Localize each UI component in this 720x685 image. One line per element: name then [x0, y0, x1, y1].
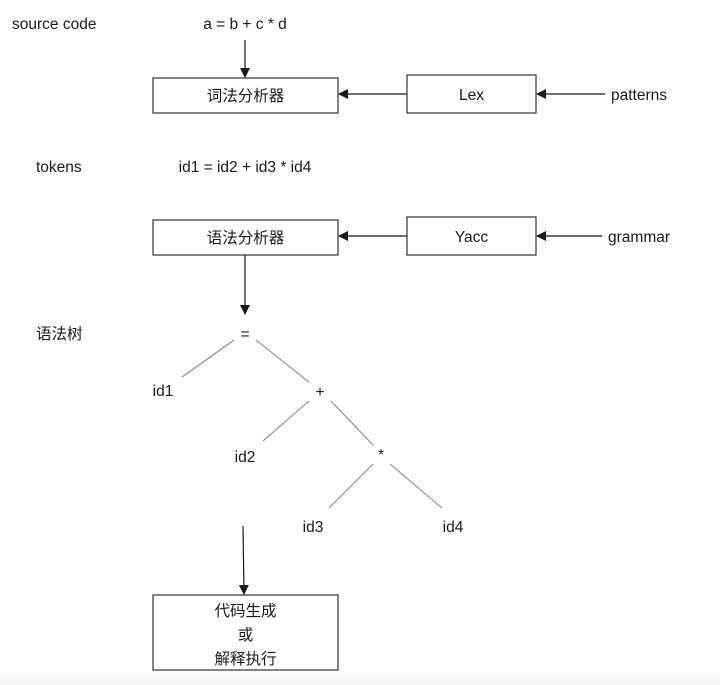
patterns-label: patterns — [611, 87, 667, 104]
syntax-analyzer-label: 语法分析器 — [207, 229, 285, 247]
lex-label: Lex — [459, 87, 484, 104]
output-line-1: 代码生成 — [214, 602, 276, 620]
tree-node-id1: id1 — [153, 383, 174, 400]
bottom-shadow — [0, 671, 720, 685]
arrow-tree-to-output — [238, 525, 249, 595]
tree-edge-mul-id4 — [389, 463, 443, 509]
source-code-expression: a = b + c * d — [203, 16, 287, 33]
tree-edge-mul-id3 — [328, 463, 374, 509]
syntax-analyzer-box: 语法分析器 — [152, 219, 339, 256]
tree-node-id4: id4 — [443, 519, 464, 536]
tree-node-eq: = — [240, 326, 249, 343]
tokens-expression: id1 = id2 + id3 * id4 — [179, 159, 312, 176]
lexical-analyzer-box: 词法分析器 — [152, 77, 339, 114]
tree-edge-plus-id2 — [262, 400, 310, 442]
tree-edge-plus-mul — [330, 400, 374, 446]
tree-node-plus: + — [315, 384, 324, 401]
yacc-box: Yacc — [406, 216, 537, 256]
output-line-2: 或 — [238, 626, 254, 644]
source-code-label: source code — [12, 16, 96, 33]
output-line-3: 解释执行 — [214, 650, 276, 668]
tree-node-mul: * — [378, 447, 384, 464]
lex-box: Lex — [406, 74, 537, 114]
lexical-analyzer-label: 词法分析器 — [207, 87, 285, 105]
code-generation-box: 代码生成 或 解释执行 — [152, 594, 339, 671]
yacc-label: Yacc — [455, 229, 489, 246]
tree-node-id2: id2 — [235, 449, 256, 466]
tree-edge-eq-plus — [255, 339, 310, 383]
syntax-tree-label: 语法树 — [36, 325, 83, 343]
tree-edge-eq-id1 — [181, 339, 235, 378]
tree-node-id3: id3 — [303, 519, 324, 536]
tokens-label: tokens — [36, 159, 82, 176]
grammar-label: grammar — [608, 229, 670, 246]
